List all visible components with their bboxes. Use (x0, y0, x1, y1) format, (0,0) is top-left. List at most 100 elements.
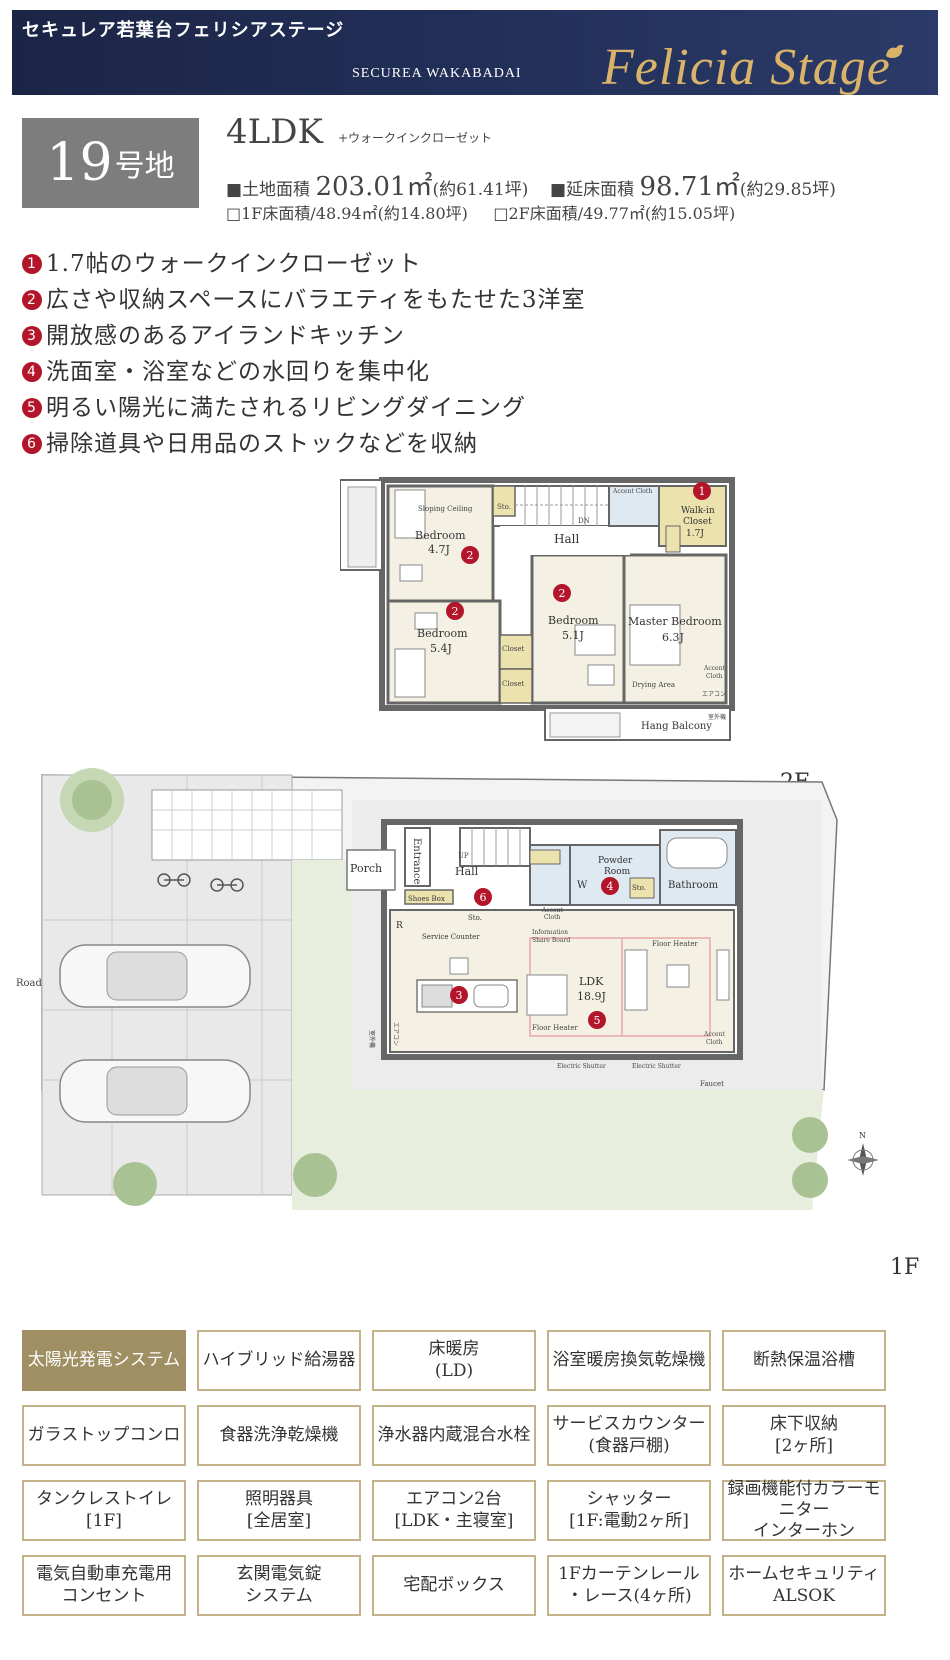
floor-plan-2f: Sloping Ceiling Sto. DN Hall Accent Clot… (340, 477, 735, 741)
label-porch: Porch (350, 862, 382, 875)
label-information: Information (532, 929, 568, 936)
equipment-item: サービスカウンター (食器戸棚) (547, 1405, 711, 1466)
label-master-bedroom: Master Bedroom (628, 615, 722, 628)
label-drying-area: Drying Area (632, 681, 675, 689)
floor2-area: □2F床面積/49.77㎡(約15.05坪) (493, 204, 736, 223)
label-washer: W (577, 880, 588, 891)
sofa (624, 949, 648, 1011)
label-powder: Powder (598, 856, 633, 866)
lawn (292, 860, 824, 1210)
header-title-en: SECUREA WAKABADAI (352, 66, 522, 81)
label-accent-1f: Accent (541, 907, 563, 914)
shoes-box (404, 889, 454, 905)
equipment-item: エアコン2台 [LDK・主寝室] (372, 1480, 536, 1541)
equipment-item: タンクレストイレ [1F] (22, 1480, 186, 1541)
svg-text:2: 2 (559, 587, 566, 600)
feature-text: 明るい陽光に満たされるリビングダイニング (46, 395, 526, 421)
dining-table (526, 974, 568, 1016)
header-title-jp: セキュレア若葉台フェリシアステージ (22, 20, 345, 41)
label-bathroom: Bathroom (668, 880, 719, 891)
svg-text:1: 1 (699, 485, 706, 498)
label-bedroom-2: Bedroom (417, 627, 468, 640)
equipment-item: 玄関電気錠 システム (197, 1555, 361, 1616)
feature-number-badge: 5 (22, 398, 42, 418)
equipment-item: 宅配ボックス (372, 1555, 536, 1616)
label-bedroom-3-size: 5.1J (562, 629, 584, 642)
marker-4-powder: 4 (601, 877, 619, 895)
label-bedroom-3: Bedroom (548, 614, 599, 627)
label-sloping-ceiling: Sloping Ceiling (418, 505, 473, 513)
label-accent-r-2: Cloth (706, 1039, 723, 1046)
label-storage-1f: Sto. (468, 914, 482, 922)
bathtub (666, 837, 728, 869)
tree-icon (293, 1153, 337, 1197)
label-accent-right-2: Cloth (706, 673, 723, 680)
equipment-item: 床暖房 (LD) (372, 1330, 536, 1391)
label-faucet: Faucet (700, 1080, 724, 1088)
tree-icon (60, 768, 124, 832)
feature-text: 広さや収納スペースにバラエティをもたせた3洋室 (46, 287, 586, 313)
label-shutter-1: Electric Shutter (557, 1063, 606, 1070)
label-shutter-2: Electric Shutter (632, 1063, 681, 1070)
label-walkin: Walk-in (681, 506, 715, 516)
label-accent-r: Accent (703, 1031, 725, 1038)
label-share-board: Share Board (532, 937, 570, 944)
marker-2-bed3: 2 (553, 584, 571, 602)
label-dn: DN (578, 517, 590, 525)
label-powder-room: Room (604, 867, 631, 877)
equipment-item: 断熱保温浴槽 (722, 1330, 886, 1391)
floor-area-label: ■延床面積 (550, 180, 635, 200)
equipment-item: ガラストップコンロ (22, 1405, 186, 1466)
svg-text:2: 2 (452, 605, 459, 618)
room-hall-2f (500, 526, 630, 555)
label-accent-right: Accent (703, 665, 725, 672)
label-storage-2f: Sto. (497, 503, 511, 511)
label-shoes-box: Shoes Box (408, 895, 445, 903)
marker-3-kitchen: 3 (450, 986, 468, 1004)
feature-number-badge: 1 (22, 254, 42, 274)
svg-text:3: 3 (456, 989, 463, 1002)
entrance (404, 827, 431, 887)
bird-icon (886, 44, 904, 58)
land-area-label: ■土地面積 (226, 180, 311, 200)
feature-number-badge: 6 (22, 434, 42, 454)
label-hall-2f: Hall (554, 532, 579, 546)
equipment-item: 録画機能付カラーモニター インターホン (722, 1479, 886, 1541)
svg-text:4: 4 (607, 880, 614, 893)
brand-logo: Felicia Stage (602, 39, 891, 96)
tree-icon (792, 1117, 828, 1198)
label-aircon-1f: エアコン (392, 1022, 399, 1046)
equipment-item: ハイブリッド給湯器 (197, 1330, 361, 1391)
floor1-area: □1F床面積/48.94㎡(約14.80坪) (226, 204, 468, 223)
marker-2-bed2: 2 (446, 602, 464, 620)
marker-6-storage: 6 (474, 888, 492, 906)
label-bedroom-1: Bedroom (415, 529, 466, 542)
equipment-item: ホームセキュリティ ALSOK (722, 1555, 886, 1616)
car-icon (59, 944, 251, 1008)
marker-2-bed1: 2 (461, 546, 479, 564)
floor-area-tsubo: (約29.85坪) (739, 180, 836, 200)
land-area-value: 203.01㎡ (315, 172, 433, 202)
lot-suffix: 号地 (114, 149, 175, 184)
marker-1-2f: 1 (693, 482, 711, 500)
closet-2f-b (499, 668, 533, 704)
layout-subtitle: +ウォークインクローゼット (338, 131, 493, 145)
label-master-size: 6.3J (662, 631, 684, 644)
porch (346, 849, 396, 891)
label-closet-a: Closet (502, 645, 525, 653)
header-banner: セキュレア若葉台フェリシアステージ SECUREA WAKABADAI Feli… (12, 10, 938, 96)
area-row-main: ■土地面積 203.01㎡(約61.41坪) ■延床面積 98.71㎡(約29.… (226, 166, 836, 203)
bicycle-icon (157, 873, 244, 892)
label-aircon-2f: エアコン (702, 691, 726, 698)
equipment-item: 浴室暖房換気乾燥機 (547, 1330, 711, 1391)
north-compass-icon: N (847, 1131, 879, 1176)
land-area-tsubo: (約61.41坪) (432, 180, 529, 200)
